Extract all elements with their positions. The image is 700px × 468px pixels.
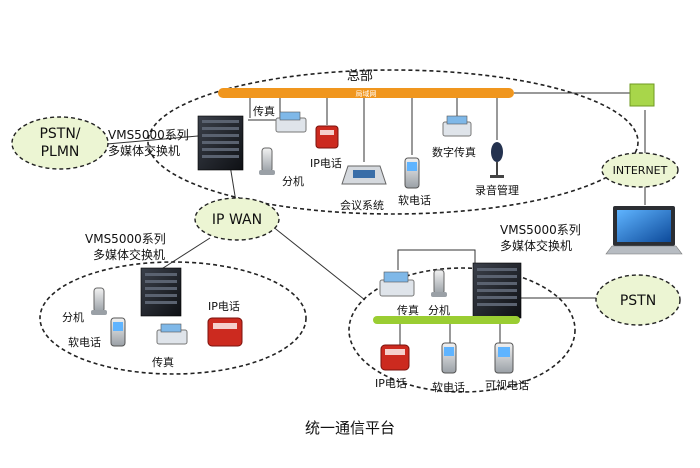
hq-lan-label: 局域网 <box>356 89 377 98</box>
pstn-plmn-node: PSTN/ PLMN <box>11 116 109 170</box>
pstn-label: PSTN <box>620 293 656 309</box>
left-softphone-icon <box>110 317 126 347</box>
right-switch-label-1: VMS5000系列 <box>500 223 581 237</box>
left-ip-phone-icon <box>207 317 243 347</box>
connection-lines <box>106 92 646 345</box>
right-fax-label: 传真 <box>397 303 419 317</box>
hq-fax-label: 传真 <box>253 104 275 118</box>
hq-fax-icon <box>275 111 307 133</box>
ip-wan-cloud <box>194 197 280 241</box>
hq-lan-bar <box>218 88 514 98</box>
hq-softphone-label: 软电话 <box>398 193 431 207</box>
ip-wan-node: IP WAN <box>194 197 280 241</box>
hq-switch-label-2: 多媒体交换机 <box>108 143 180 158</box>
hq-recording-microphone-icon <box>490 142 504 178</box>
link-hq-ipwan <box>229 164 237 203</box>
hq-ip-phone-icon <box>315 125 339 149</box>
internet-cloud <box>601 152 679 188</box>
hq-switch-label-1: VMS5000系列 <box>108 128 189 142</box>
link-pstn-hq <box>106 135 199 145</box>
link-ipwan-right <box>271 225 366 301</box>
internet-node: INTERNET <box>601 152 679 188</box>
right-extension-phone-icon <box>431 269 447 297</box>
router-icon <box>629 83 655 107</box>
right-lan-bar <box>373 316 520 324</box>
diagram-caption: 统一通信平台 <box>305 419 395 437</box>
left-ip-phone-label: IP电话 <box>208 300 240 313</box>
hq-extension-label: 分机 <box>282 174 304 188</box>
left-extension-label: 分机 <box>62 310 84 324</box>
right-switch-icon <box>472 262 522 319</box>
link-ipwan-left <box>159 237 211 271</box>
right-branch-boundary <box>348 267 576 393</box>
hq-switch-icon <box>197 115 244 171</box>
right-extension-label: 分机 <box>428 303 450 317</box>
left-switch-label-1: VMS5000系列 <box>85 232 166 246</box>
right-switch-label-2: 多媒体交换机 <box>500 238 572 253</box>
pstn-plmn-cloud <box>11 116 109 170</box>
internet-label: INTERNET <box>613 164 668 177</box>
hq-digital-fax-label: 数字传真 <box>432 145 476 159</box>
left-fax-icon <box>156 323 188 345</box>
right-ip-phone-icon <box>380 344 410 371</box>
left-softphone-label: 软电话 <box>68 335 101 349</box>
laptop-icon <box>605 206 683 255</box>
hq-digital-fax-icon <box>442 115 472 137</box>
hq-ip-phone-label: IP电话 <box>310 157 342 170</box>
ip-wan-label: IP WAN <box>212 212 262 228</box>
right-softphone-label: 软电话 <box>432 380 465 394</box>
hq-title: 总部 <box>347 69 373 84</box>
right-softphone-icon <box>441 342 457 374</box>
hq-recording-label: 录音管理 <box>475 183 519 197</box>
left-switch-label-2: 多媒体交换机 <box>93 247 165 262</box>
right-video-phone-label: 可视电话 <box>485 378 529 392</box>
left-switch-icon <box>140 267 182 317</box>
left-fax-label: 传真 <box>152 355 174 369</box>
pstn-plmn-label-2: PLMN <box>41 144 80 160</box>
left-extension-phone-icon <box>91 287 107 315</box>
pstn-node: PSTN <box>595 274 681 326</box>
right-branch-link <box>397 249 476 270</box>
right-fax-icon <box>379 271 415 297</box>
hq-extension-phone-icon <box>259 147 275 175</box>
hq-conference-label: 会议系统 <box>340 199 384 212</box>
pstn-plmn-label-1: PSTN/ <box>39 126 80 142</box>
left-branch-boundary <box>39 261 307 375</box>
right-ip-phone-label: IP电话 <box>375 377 407 390</box>
hq-conference-phone-icon <box>341 165 387 185</box>
right-video-phone-icon <box>494 342 514 374</box>
hq-boundary <box>147 69 639 215</box>
hq-softphone-icon <box>404 157 420 189</box>
pstn-cloud <box>595 274 681 326</box>
